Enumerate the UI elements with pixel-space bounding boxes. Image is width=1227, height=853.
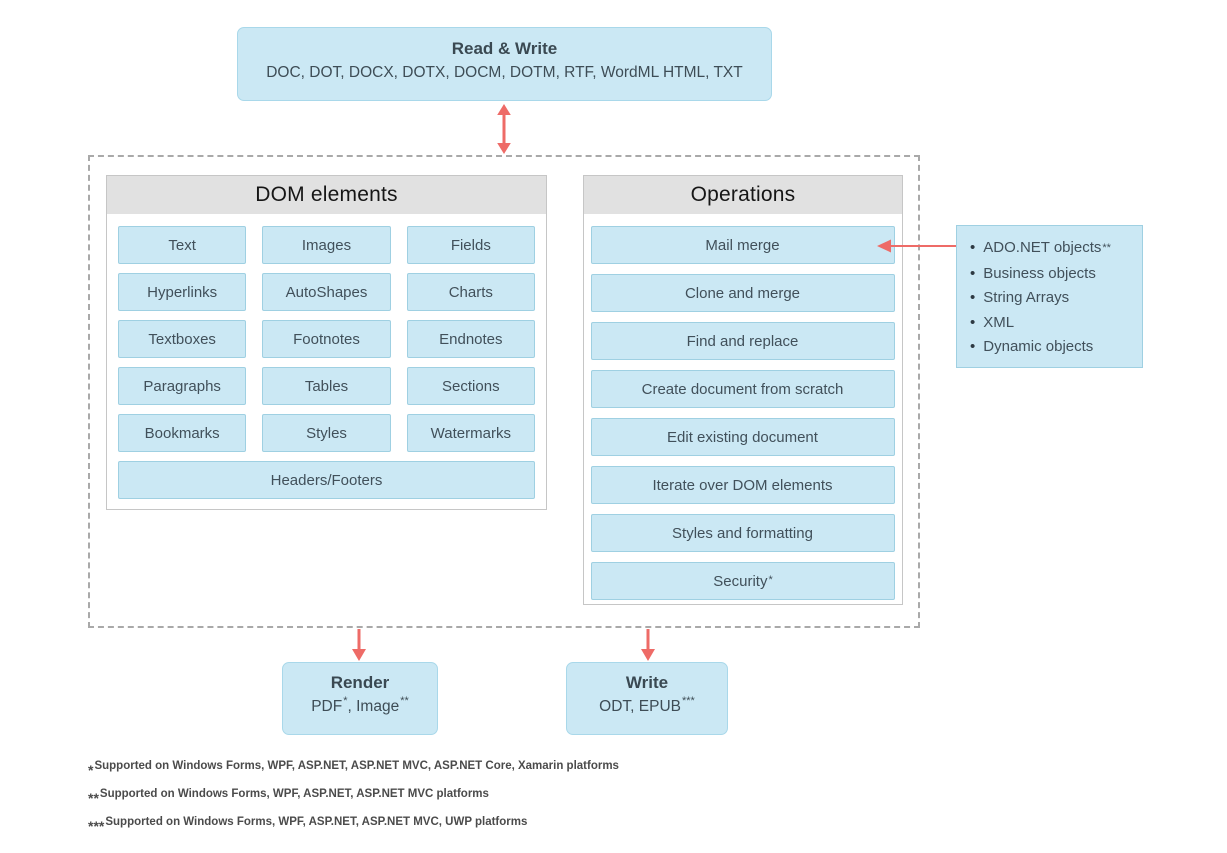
operation-label: Clone and merge <box>684 284 801 302</box>
render-format-image: , Image <box>347 698 400 716</box>
bullet-icon: • <box>970 338 976 355</box>
footnote-1-text: Supported on Windows Forms, WPF, ASP.NET… <box>94 760 619 772</box>
operation-security: Security* <box>591 562 895 600</box>
read-write-title: Read & Write <box>451 39 558 58</box>
render-arrow-icon <box>352 629 366 661</box>
data-source-sup: ** <box>1102 242 1111 254</box>
dom-cell-styles: Styles <box>262 414 391 452</box>
dom-cell-footnotes: Footnotes <box>262 320 391 358</box>
data-source-adonet: • ADO.NET objects** <box>970 236 1142 262</box>
dom-grid: Text Images Fields Hyperlinks AutoShapes… <box>107 214 546 499</box>
read-write-box: Read & Write DOC, DOT, DOCX, DOTX, DOCM,… <box>237 27 772 101</box>
operation-label: Edit existing document <box>667 428 818 446</box>
engine-frame <box>88 155 920 628</box>
data-source-dynamic: • Dynamic objects <box>970 335 1142 360</box>
write-arrow-icon <box>641 629 655 661</box>
data-source-business: • Business objects <box>970 262 1142 287</box>
footnote-2: **Supported on Windows Forms, WPF, ASP.N… <box>88 785 619 806</box>
render-format-pdf: PDF <box>311 698 343 716</box>
footnote-3-text: Supported on Windows Forms, WPF, ASP.NET… <box>105 816 528 828</box>
operation-label: Iterate over DOM elements <box>652 476 833 494</box>
render-format-pdf-sup: * <box>343 695 348 707</box>
dom-cell-paragraphs: Paragraphs <box>118 367 247 405</box>
bullet-icon: • <box>970 313 976 331</box>
render-formats: PDF*, Image** <box>283 695 437 716</box>
operation-iterate-dom: Iterate over DOM elements <box>591 466 895 504</box>
operation-create-document: Create document from scratch <box>591 370 895 408</box>
dom-cell-hyperlinks: Hyperlinks <box>118 273 247 311</box>
dom-cell-text: Text <box>118 226 247 264</box>
operation-label: Create document from scratch <box>641 380 844 398</box>
mail-merge-data-arrow-icon <box>877 239 956 253</box>
operations-panel-title: Operations <box>584 176 902 214</box>
render-box: Render PDF*, Image** <box>282 662 438 735</box>
dom-elements-panel: DOM elements Text Images Fields Hyperlin… <box>106 175 547 510</box>
data-source-string-arrays: • String Arrays <box>970 286 1142 311</box>
operation-find-and-replace: Find and replace <box>591 322 895 360</box>
bullet-icon: • <box>970 289 976 306</box>
operation-label: Find and replace <box>686 332 799 350</box>
bullet-icon: • <box>970 239 976 256</box>
render-title: Render <box>330 673 390 692</box>
dom-cell-autoshapes: AutoShapes <box>262 273 391 311</box>
data-source-label: ADO.NET objects <box>983 239 1102 256</box>
dom-cell-bookmarks: Bookmarks <box>118 414 247 452</box>
data-source-xml: • XML <box>970 311 1142 336</box>
operation-mail-merge: Mail merge <box>591 226 895 264</box>
write-format-sup: *** <box>681 695 695 707</box>
footnote-2-text: Supported on Windows Forms, WPF, ASP.NET… <box>99 788 489 800</box>
data-source-label: XML <box>983 313 1015 331</box>
operations-panel: Operations Mail merge Clone and merge Fi… <box>583 175 903 605</box>
bidirectional-arrow-icon <box>497 104 511 154</box>
operations-list: Mail merge Clone and merge Find and repl… <box>584 214 902 600</box>
data-source-label: Business objects <box>983 264 1096 282</box>
data-source-label: Dynamic objects <box>983 338 1094 355</box>
dom-cell-watermarks: Watermarks <box>406 414 535 452</box>
write-title: Write <box>625 673 669 692</box>
data-sources-box: • ADO.NET objects** • Business objects • St… <box>956 225 1143 368</box>
dom-cell-sections: Sections <box>406 367 535 405</box>
footnote-1: *Supported on Windows Forms, WPF, ASP.NE… <box>88 757 619 778</box>
bullet-icon: • <box>970 264 976 282</box>
footnote-3-sup: *** <box>88 818 105 834</box>
dom-cell-images: Images <box>262 226 391 264</box>
dom-panel-title: DOM elements <box>107 176 546 214</box>
operation-label: Styles and formatting <box>672 524 813 542</box>
operation-label: Mail merge <box>705 236 780 254</box>
operation-label: Security <box>713 572 768 590</box>
dom-cell-fields: Fields <box>406 226 535 264</box>
operation-styles-formatting: Styles and formatting <box>591 514 895 552</box>
footnote-1-sup: * <box>88 762 94 778</box>
dom-cell-textboxes: Textboxes <box>118 320 247 358</box>
data-source-label: String Arrays <box>983 289 1070 306</box>
write-box: Write ODT, EPUB*** <box>566 662 728 735</box>
dom-cell-charts: Charts <box>406 273 535 311</box>
read-write-formats: DOC, DOT, DOCX, DOTX, DOCM, DOTM, RTF, W… <box>266 64 743 81</box>
footnote-2-sup: ** <box>88 790 99 806</box>
write-format-odt-epub: ODT, EPUB <box>599 698 681 716</box>
dom-cell-tables: Tables <box>262 367 391 405</box>
dom-cell-headers-footers: Headers/Footers <box>118 461 535 499</box>
footnote-3: ***Supported on Windows Forms, WPF, ASP.… <box>88 813 619 834</box>
footnotes: *Supported on Windows Forms, WPF, ASP.NE… <box>88 757 619 841</box>
operation-sup: * <box>768 574 773 586</box>
operation-clone-and-merge: Clone and merge <box>591 274 895 312</box>
render-format-image-sup: ** <box>400 695 409 707</box>
dom-cell-endnotes: Endnotes <box>406 320 535 358</box>
write-formats: ODT, EPUB*** <box>567 695 727 716</box>
operation-edit-document: Edit existing document <box>591 418 895 456</box>
